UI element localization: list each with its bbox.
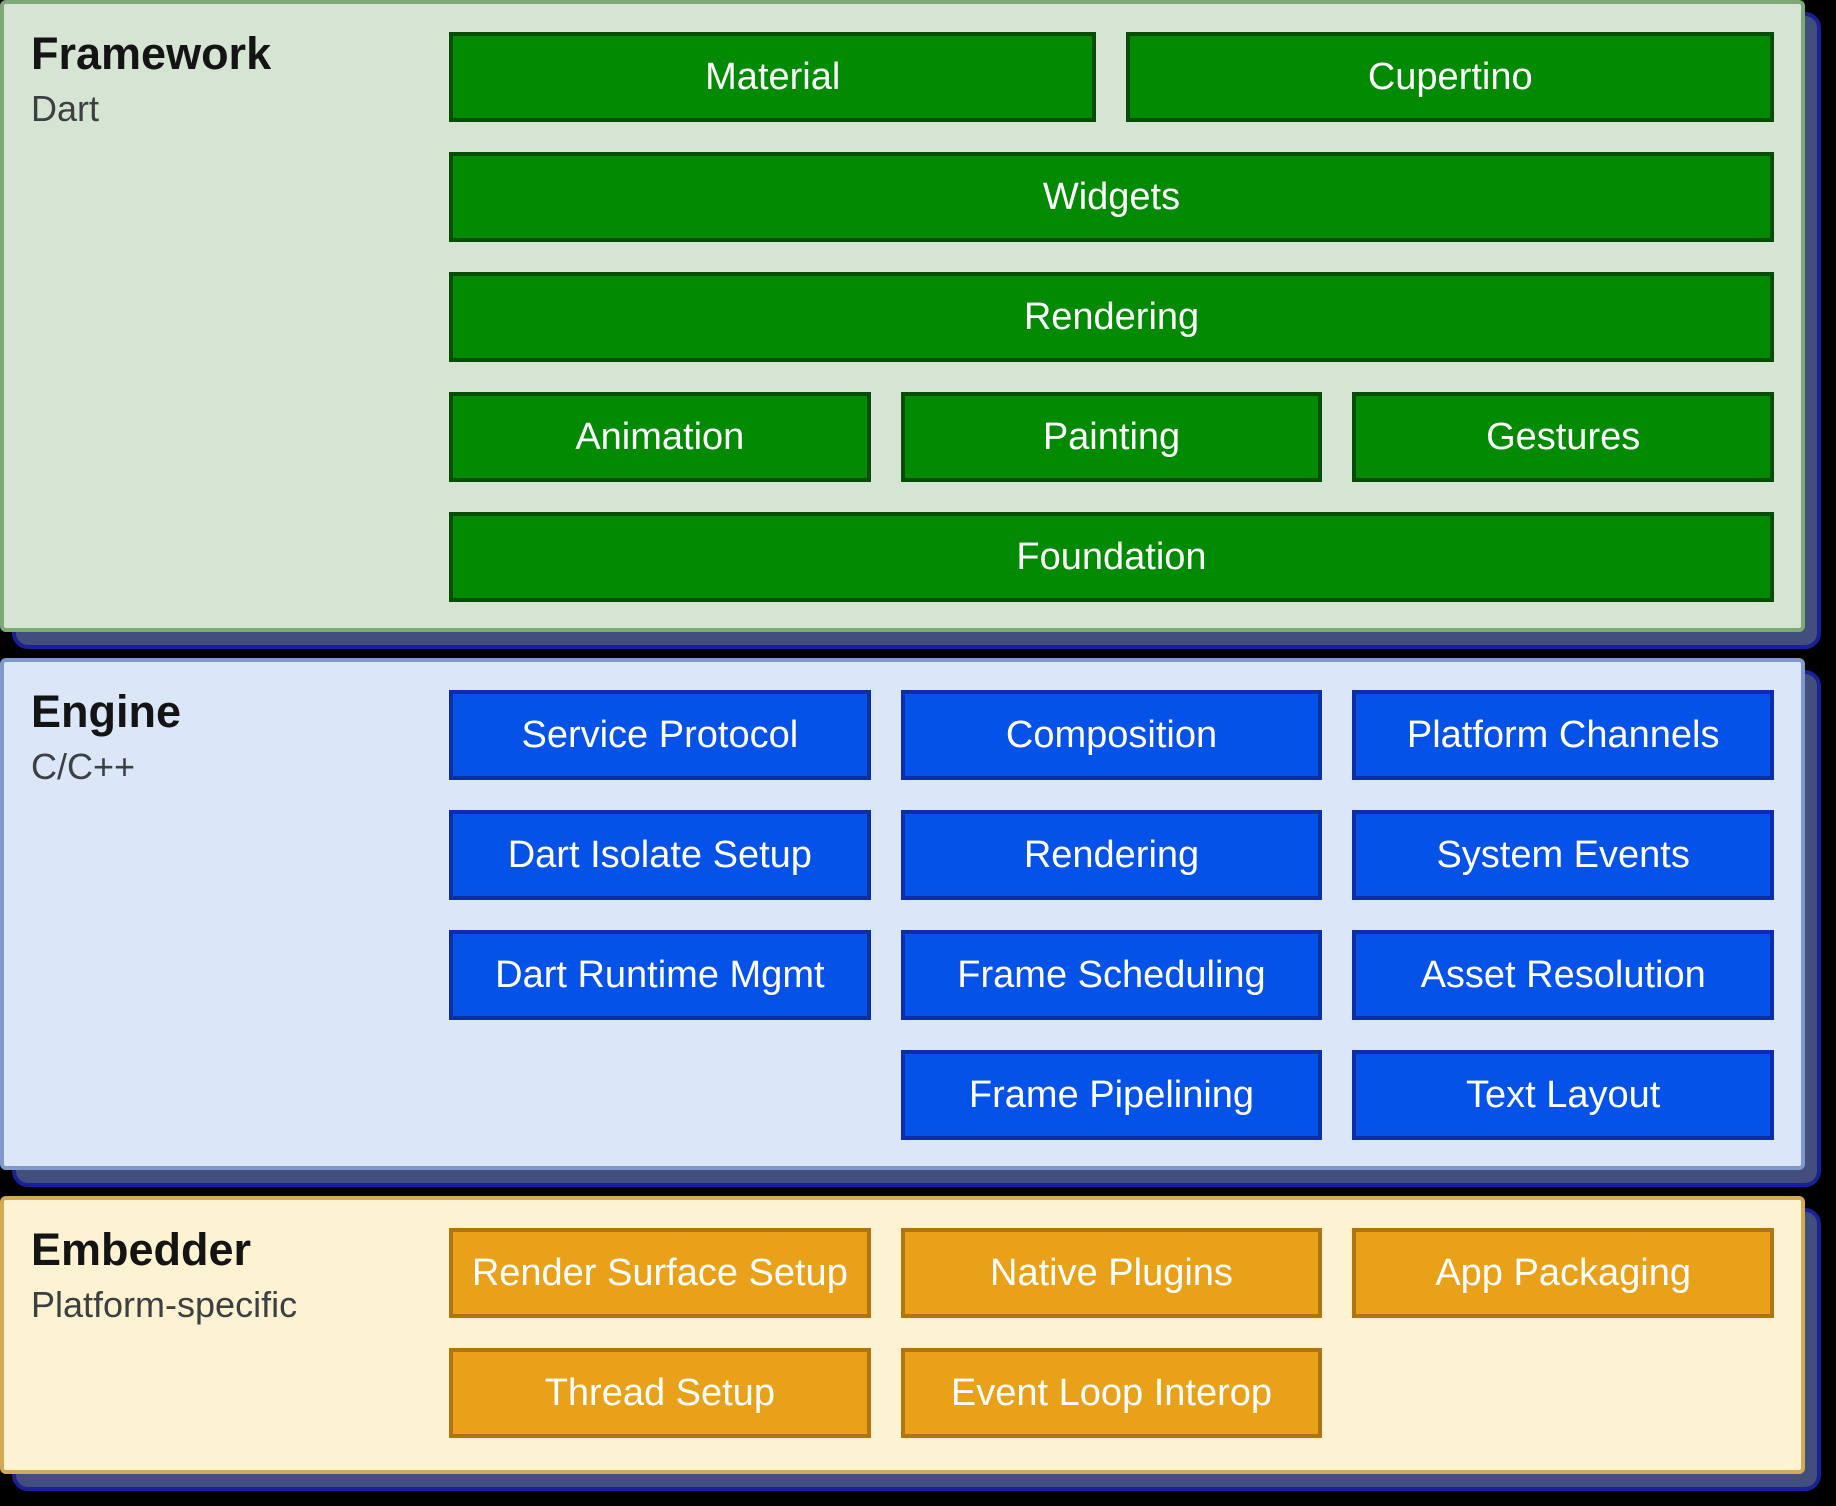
box-foundation: Foundation — [449, 512, 1774, 602]
embedder-label-column: Embedder Platform-specific — [4, 1200, 449, 1470]
box-thread-setup: Thread Setup — [449, 1348, 871, 1438]
box-painting: Painting — [900, 392, 1323, 482]
box-rendering: Rendering — [449, 272, 1774, 362]
box-service-protocol: Service Protocol — [449, 690, 871, 780]
engine-title: Engine — [31, 686, 182, 737]
box-widgets: Widgets — [449, 152, 1774, 242]
framework-box-grid: Material Cupertino Widgets Rendering Ani… — [449, 32, 1774, 628]
box-composition: Composition — [900, 690, 1323, 780]
embedder-subtitle: Platform-specific — [31, 1284, 298, 1326]
box-app-packaging: App Packaging — [1352, 1228, 1774, 1318]
box-dart-isolate-setup: Dart Isolate Setup — [449, 810, 871, 900]
embedder-title: Embedder — [31, 1224, 252, 1275]
box-dart-runtime-mgmt: Dart Runtime Mgmt — [449, 930, 871, 1020]
box-animation: Animation — [449, 392, 871, 482]
framework-title: Framework — [31, 28, 272, 79]
box-material: Material — [449, 32, 1097, 122]
engine-box-grid: Service Protocol Composition Platform Ch… — [449, 690, 1774, 1166]
box-native-plugins: Native Plugins — [900, 1228, 1323, 1318]
box-system-events: System Events — [1352, 810, 1774, 900]
box-render-surface-setup: Render Surface Setup — [449, 1228, 871, 1318]
box-cupertino: Cupertino — [1126, 32, 1774, 122]
box-asset-resolution: Asset Resolution — [1352, 930, 1774, 1020]
engine-label-column: Engine C/C++ — [4, 662, 449, 1166]
box-event-loop-interop: Event Loop Interop — [900, 1348, 1323, 1438]
framework-label-column: Framework Dart — [4, 4, 449, 628]
layer-engine: Engine C/C++ Service Protocol Compositio… — [0, 658, 1821, 1187]
box-gestures: Gestures — [1352, 392, 1774, 482]
box-engine-rendering: Rendering — [900, 810, 1323, 900]
box-frame-pipelining: Frame Pipelining — [900, 1050, 1323, 1140]
layer-embedder: Embedder Platform-specific Render Surfac… — [0, 1196, 1821, 1491]
layer-framework: Framework Dart Material Cupertino Widget… — [0, 0, 1821, 649]
engine-subtitle: C/C++ — [31, 746, 136, 788]
box-frame-scheduling: Frame Scheduling — [900, 930, 1323, 1020]
framework-subtitle: Dart — [31, 88, 100, 130]
embedder-box-grid: Render Surface Setup Native Plugins App … — [449, 1228, 1774, 1470]
box-platform-channels: Platform Channels — [1352, 690, 1774, 780]
box-text-layout: Text Layout — [1352, 1050, 1774, 1140]
